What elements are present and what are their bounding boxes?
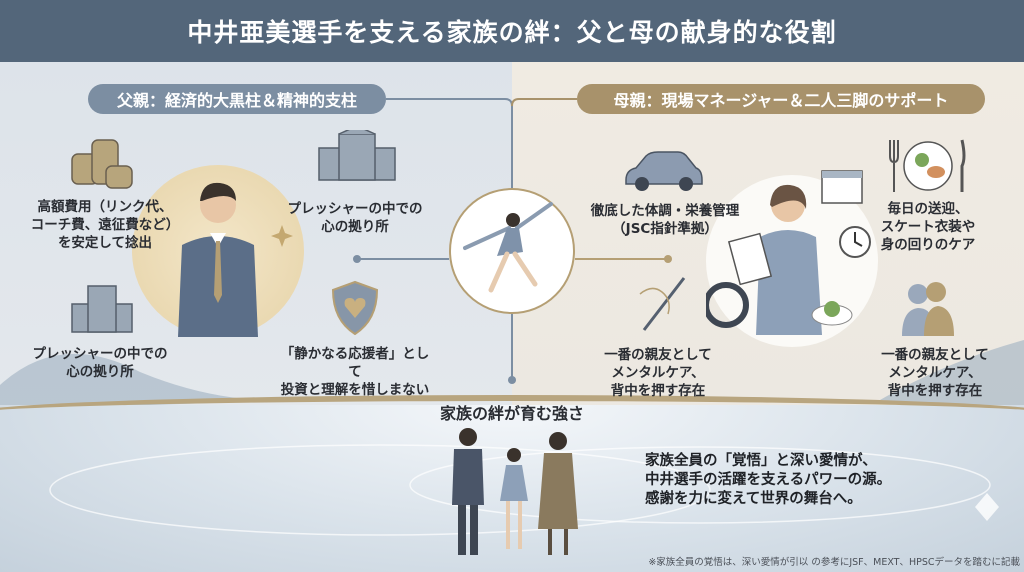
mother-heading: 母親：現場マネージャー＆二人三脚のサポート (577, 84, 985, 114)
father-item-4: 「静かなる応援者」として 投資と理解を惜しまない (280, 346, 430, 398)
closing-message: 家族全員の「覚悟」と深い愛情が、 中井選手の活躍を支えるパワーの源。 感謝を力に… (645, 453, 892, 507)
connector-lines (0, 98, 1024, 410)
family-illustration (440, 425, 590, 565)
mother-item-2: 毎日の送迎、 スケート衣装や 身の回りのケア (880, 201, 976, 253)
car-icon (622, 150, 704, 194)
skater-illustration (449, 188, 575, 314)
rink-edge (0, 395, 1024, 435)
mother-item-3: 一番の親友として メンタルケア、 背中を押す存在 (604, 347, 712, 399)
coins-icon (70, 138, 136, 193)
father-item-2: プレッシャーの中での 心の拠り所 (287, 201, 423, 235)
family-bond-heading: 家族の絆が育む強さ (439, 404, 584, 423)
hug-icon (896, 280, 958, 336)
father-heading: 父親：経済的大黒柱＆精神的支柱 (88, 84, 386, 114)
building-icon (317, 130, 397, 182)
father-illustration (132, 165, 304, 337)
mother-item-1: 徹底した体調・栄養管理 （JSC指針準拠） (590, 203, 740, 237)
rink-lines (49, 444, 999, 536)
father-item-3: プレッシャーの中での 心の拠り所 (32, 346, 168, 380)
mother-item-4: 一番の親友として メンタルケア、 背中を押す存在 (881, 347, 989, 399)
father-item-1: 高額費用（リンク代、 コーチ費、遠征費など） を安定して捻出 (30, 199, 180, 251)
figure-skater (463, 202, 553, 293)
footnote: ※家族全員の覚悟は、深い愛情が引以 の参考にJSF、MEXT、HPSCデータを踏… (648, 557, 1020, 568)
needle-icon (638, 274, 688, 334)
mother-figure (706, 184, 853, 335)
shield-heart-icon (331, 280, 379, 336)
father-figure (178, 182, 293, 337)
page-title: 中井亜美選手を支える家族の絆：父と母の献身的な役割 (0, 0, 1024, 62)
clock-icon (838, 225, 872, 259)
calendar-icon (820, 165, 864, 205)
meal-icon (888, 138, 968, 194)
office-building-icon (70, 282, 134, 334)
